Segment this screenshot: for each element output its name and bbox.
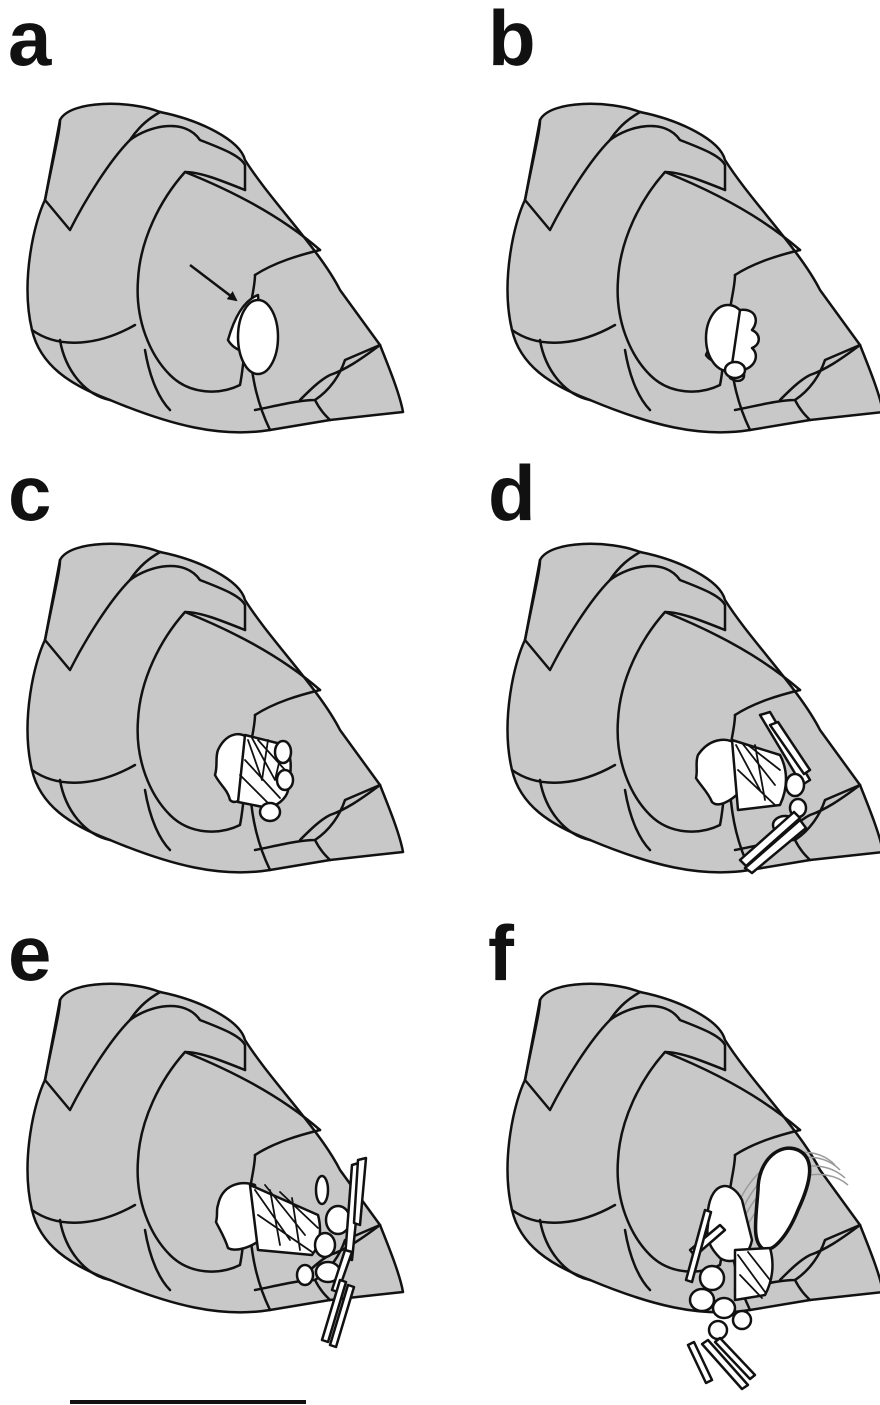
panel-b: b bbox=[488, 0, 880, 432]
panel-d: d bbox=[488, 449, 880, 873]
panel-label-e: e bbox=[8, 909, 51, 997]
panel-label-a: a bbox=[8, 0, 52, 82]
panel-label-c: c bbox=[8, 449, 51, 537]
appendage-tip bbox=[725, 362, 745, 378]
operculum bbox=[238, 300, 278, 374]
antenna-club bbox=[316, 1176, 328, 1204]
panel-label-b: b bbox=[488, 0, 536, 82]
panel-c: c bbox=[8, 449, 403, 872]
panel-a: a bbox=[8, 0, 403, 432]
panel-e: e bbox=[8, 909, 403, 1347]
shell-body bbox=[28, 104, 403, 433]
panel-f: f bbox=[488, 909, 880, 1389]
shell-body bbox=[28, 544, 403, 873]
shell-body bbox=[508, 104, 880, 433]
panel-label-d: d bbox=[488, 449, 536, 537]
shell-body bbox=[508, 544, 880, 873]
panel-label-f: f bbox=[488, 909, 515, 997]
